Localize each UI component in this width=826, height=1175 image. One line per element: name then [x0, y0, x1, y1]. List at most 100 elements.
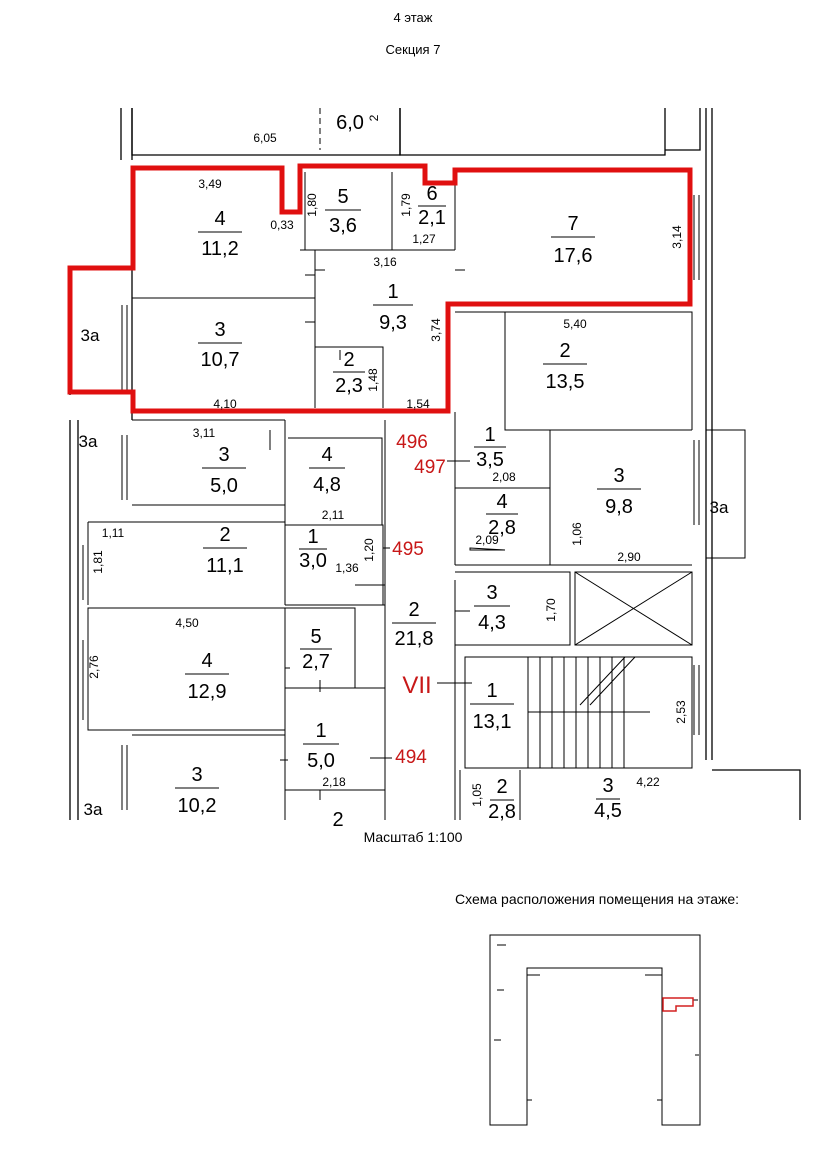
svg-text:1,79: 1,79	[399, 193, 413, 217]
section-title: Секция 7	[385, 42, 441, 57]
svg-text:2: 2	[408, 599, 419, 621]
svg-text:5,40: 5,40	[563, 317, 587, 331]
balcony-label: 3а	[81, 326, 100, 345]
svg-text:1: 1	[486, 680, 497, 702]
svg-text:2,90: 2,90	[617, 550, 641, 564]
svg-text:2,76: 2,76	[87, 655, 101, 679]
svg-text:1,81: 1,81	[91, 550, 105, 574]
svg-text:4: 4	[214, 208, 225, 230]
section-roman-numeral: VII	[402, 672, 431, 699]
svg-text:2,8: 2,8	[488, 801, 516, 823]
svg-text:13,5: 13,5	[546, 371, 585, 393]
room-b-2: 2 2,8	[488, 776, 516, 823]
svg-text:4,5: 4,5	[594, 800, 622, 822]
room-6-1: 1 3,5	[474, 424, 506, 471]
svg-text:3,16: 3,16	[373, 255, 397, 269]
svg-text:21,8: 21,8	[395, 628, 434, 650]
scheme-title: Схема расположения помещения на этаже:	[455, 891, 740, 907]
svg-text:4: 4	[496, 491, 507, 513]
svg-text:1,20: 1,20	[362, 538, 376, 562]
svg-text:1,80: 1,80	[305, 193, 319, 217]
svg-text:2,08: 2,08	[492, 470, 516, 484]
svg-text:13,1: 13,1	[473, 711, 512, 733]
svg-text:3,49: 3,49	[198, 177, 222, 191]
dimension-labels: 3,49 0,33 1,80 1,79 1,27 3,16 3,14 3,74 …	[87, 177, 688, 807]
svg-text:1,48: 1,48	[366, 368, 380, 392]
room-5-1: 1 3,0	[299, 526, 327, 572]
svg-text:5,0: 5,0	[307, 750, 335, 772]
svg-text:3: 3	[602, 775, 613, 797]
room-4-4: 4 12,9	[185, 650, 229, 703]
svg-text:3,14: 3,14	[670, 225, 684, 249]
room-2: 2 2,3	[333, 349, 365, 397]
svg-text:2,09: 2,09	[475, 533, 499, 547]
partial-room-number: 2	[332, 809, 343, 831]
room-7: 7 17,6	[551, 213, 595, 267]
floor-title: 4 этаж	[393, 10, 433, 25]
svg-text:1: 1	[484, 424, 495, 446]
svg-text:1,36: 1,36	[335, 561, 359, 575]
svg-text:5,0: 5,0	[210, 475, 238, 497]
svg-text:0,33: 0,33	[270, 218, 294, 232]
room-5-2: 2 11,1	[203, 524, 247, 577]
plan-walls	[69, 108, 801, 820]
svg-text:3: 3	[613, 465, 624, 487]
apartment-number-494: 494	[395, 747, 427, 768]
svg-text:1,11: 1,11	[102, 526, 125, 540]
svg-text:12,9: 12,9	[188, 681, 227, 703]
svg-text:3: 3	[218, 444, 229, 466]
svg-text:9,3: 9,3	[379, 312, 407, 334]
svg-text:1,70: 1,70	[544, 598, 558, 622]
room-5-4: 4 4,8	[309, 444, 345, 496]
svg-text:4,22: 4,22	[636, 775, 660, 789]
svg-text:2: 2	[219, 524, 230, 546]
room-4-5: 5 2,7	[300, 626, 332, 673]
svg-text:7: 7	[567, 213, 578, 235]
svg-text:4,50: 4,50	[175, 616, 199, 630]
highlighted-apartment-marker	[662, 997, 694, 1012]
svg-text:2,53: 2,53	[674, 700, 688, 724]
room-4-1: 1 5,0	[303, 720, 339, 772]
highlighted-apartment-outline[interactable]	[67, 163, 693, 414]
svg-text:4,3: 4,3	[478, 612, 506, 634]
svg-text:2: 2	[496, 776, 507, 798]
room-1: 1 9,3	[373, 281, 413, 334]
apartment-number-497: 497	[414, 457, 446, 478]
svg-text:2: 2	[559, 340, 570, 362]
svg-text:9,8: 9,8	[605, 496, 633, 518]
apartment-number-496: 496	[396, 432, 428, 453]
top-room-num: 2	[367, 114, 381, 121]
svg-text:5: 5	[337, 186, 348, 208]
svg-text:1,54: 1,54	[406, 397, 430, 411]
room-6-2: 2 13,5	[543, 340, 587, 393]
svg-text:3,74: 3,74	[429, 318, 443, 342]
room-6: 6 2,1	[418, 183, 446, 229]
svg-text:2,8: 2,8	[488, 517, 516, 539]
svg-text:4: 4	[201, 650, 212, 672]
top-room-area: 6,0	[336, 112, 364, 134]
room-5-3: 3 5,0	[202, 444, 246, 497]
svg-text:11,2: 11,2	[201, 238, 238, 260]
svg-text:3,6: 3,6	[329, 215, 357, 237]
top-room-dim: 6,05	[253, 131, 277, 145]
svg-text:3,5: 3,5	[476, 449, 504, 471]
scale-label: Масштаб 1:100	[363, 829, 463, 845]
room-b-3: 3 4,5	[594, 775, 622, 822]
svg-text:6: 6	[426, 183, 437, 205]
room-4-3: 3 10,2	[175, 764, 219, 817]
svg-text:11,1: 11,1	[206, 555, 243, 577]
svg-text:1,06: 1,06	[570, 522, 584, 546]
svg-text:2,3: 2,3	[335, 375, 363, 397]
svg-text:2,18: 2,18	[322, 775, 346, 789]
room-6-4: 4 2,8	[486, 491, 518, 539]
svg-text:1,27: 1,27	[412, 232, 436, 246]
svg-text:3: 3	[214, 319, 225, 341]
room-c-3: 3 4,3	[474, 582, 510, 634]
svg-text:3: 3	[486, 582, 497, 604]
svg-text:2,1: 2,1	[418, 207, 446, 229]
stair-1: 1 13,1	[470, 680, 514, 733]
svg-text:2,7: 2,7	[302, 651, 330, 673]
svg-text:17,6: 17,6	[554, 245, 593, 267]
svg-text:10,7: 10,7	[201, 349, 240, 371]
svg-text:3: 3	[191, 764, 202, 786]
